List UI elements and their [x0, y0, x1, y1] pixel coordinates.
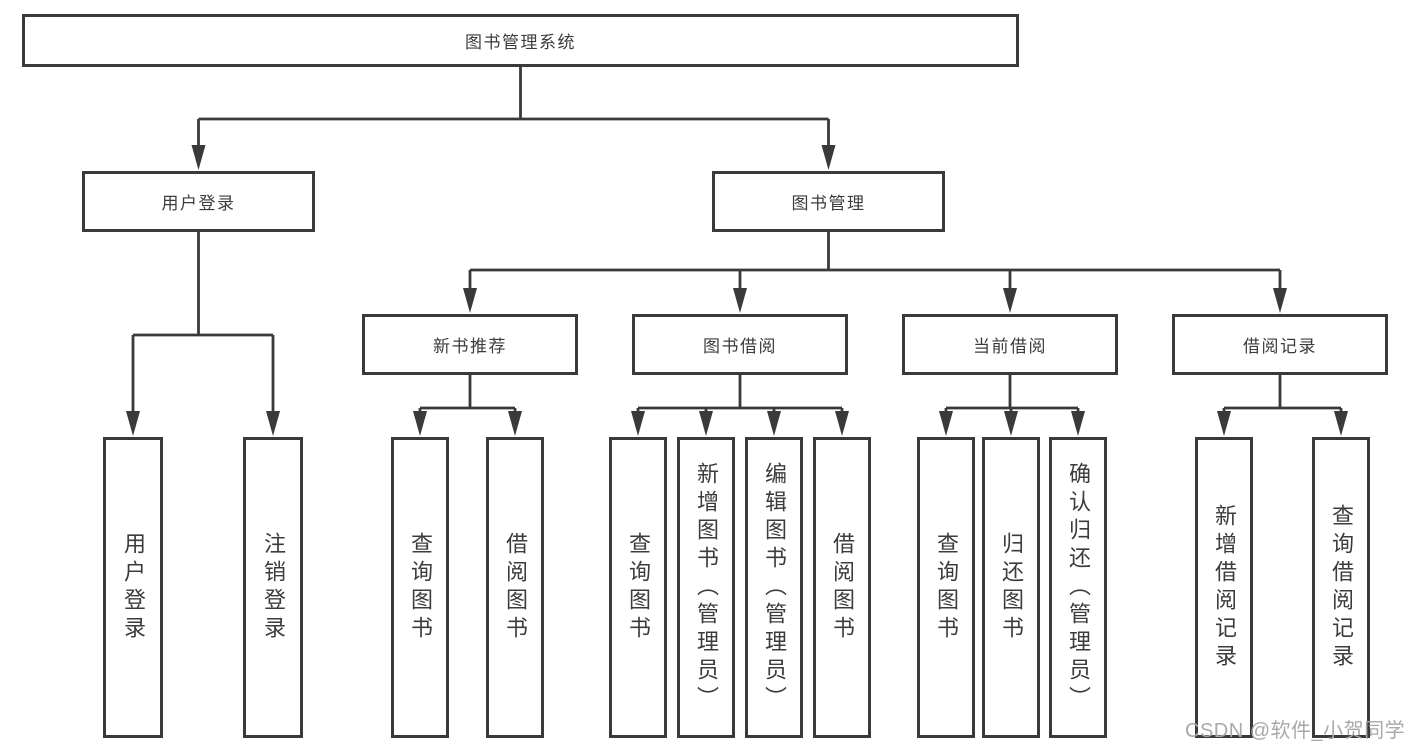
connector-current-borrow-children: [939, 375, 1085, 436]
leaf-borrow-books-borrow-label: 借阅图书: [830, 531, 855, 644]
arrow-down-icon: [191, 145, 206, 170]
leaf-add-borrow-record: 新增借阅记录: [1195, 437, 1253, 738]
node-borrow-records-label: 借阅记录: [1243, 337, 1317, 356]
node-current-borrow: 当前借阅: [902, 314, 1118, 375]
leaf-query-borrow-record-label: 查询借阅记录: [1329, 503, 1354, 672]
leaf-query-books-borrow: 查询图书: [609, 437, 667, 738]
connector-new-book-children: [413, 375, 522, 436]
leaf-edit-book-admin: 编辑图书（管理员）: [745, 437, 803, 738]
arrow-down-icon: [939, 411, 953, 436]
arrow-down-icon: [463, 288, 477, 313]
node-book-borrow-label: 图书借阅: [703, 337, 777, 356]
arrow-down-icon: [1003, 288, 1017, 313]
leaf-query-books-recommend: 查询图书: [391, 437, 449, 738]
arrow-down-icon: [1217, 411, 1231, 436]
arrow-down-icon: [126, 411, 140, 436]
arrow-down-icon: [733, 288, 747, 313]
leaf-return-books-label: 归还图书: [999, 531, 1024, 644]
connector-book-borrow-children: [631, 375, 849, 436]
arrow-down-icon: [1334, 411, 1348, 436]
node-current-borrow-label: 当前借阅: [973, 337, 1047, 356]
leaf-query-borrow-record: 查询借阅记录: [1312, 437, 1370, 738]
leaf-add-book-admin: 新增图书（管理员）: [677, 437, 735, 738]
connector-user-login-children: [126, 232, 280, 436]
node-new-book-recommend-label: 新书推荐: [433, 337, 507, 356]
arrow-down-icon: [631, 411, 645, 436]
leaf-borrow-books-recommend-label: 借阅图书: [503, 531, 528, 644]
leaf-borrow-books-recommend: 借阅图书: [486, 437, 544, 738]
node-root-label: 图书管理系统: [465, 33, 576, 52]
arrow-down-icon: [835, 411, 849, 436]
leaf-edit-book-admin-label: 编辑图书（管理员）: [762, 461, 787, 714]
leaf-add-borrow-record-label: 新增借阅记录: [1212, 503, 1237, 672]
leaf-user-login: 用户登录: [103, 437, 163, 738]
leaf-query-books-recommend-label: 查询图书: [408, 531, 433, 644]
connector-book-management-children: [463, 232, 1287, 313]
arrow-down-icon: [266, 411, 280, 436]
leaf-return-books: 归还图书: [982, 437, 1040, 738]
node-book-borrow: 图书借阅: [632, 314, 848, 375]
arrow-down-icon: [767, 411, 781, 436]
node-borrow-records: 借阅记录: [1172, 314, 1388, 375]
leaf-confirm-return-admin: 确认归还（管理员）: [1049, 437, 1107, 738]
leaf-query-books-current-label: 查询图书: [934, 531, 959, 644]
leaf-logout-label: 注销登录: [261, 531, 286, 644]
leaf-user-login-label: 用户登录: [121, 531, 146, 644]
connector-root-children: [191, 67, 836, 170]
node-root: 图书管理系统: [22, 14, 1019, 67]
arrow-down-icon: [1273, 288, 1287, 313]
arrow-down-icon: [699, 411, 713, 436]
leaf-query-books-borrow-label: 查询图书: [626, 531, 651, 644]
node-user-login-label: 用户登录: [161, 194, 236, 213]
node-book-management: 图书管理: [712, 171, 945, 232]
leaf-confirm-return-admin-label: 确认归还（管理员）: [1066, 461, 1091, 714]
leaf-add-book-admin-label: 新增图书（管理员）: [694, 461, 719, 714]
arrow-down-icon: [508, 411, 522, 436]
node-book-management-label: 图书管理: [791, 194, 866, 213]
arrow-down-icon: [821, 145, 836, 170]
leaf-query-books-current: 查询图书: [917, 437, 975, 738]
arrow-down-icon: [1004, 411, 1018, 436]
csdn-watermark: CSDN @软件_小贺同学: [1185, 720, 1405, 742]
arrow-down-icon: [413, 411, 427, 436]
connector-borrow-records-children: [1217, 375, 1348, 436]
leaf-logout: 注销登录: [243, 437, 303, 738]
node-new-book-recommend: 新书推荐: [362, 314, 578, 375]
node-user-login: 用户登录: [82, 171, 315, 232]
leaf-borrow-books-borrow: 借阅图书: [813, 437, 871, 738]
arrow-down-icon: [1071, 411, 1085, 436]
